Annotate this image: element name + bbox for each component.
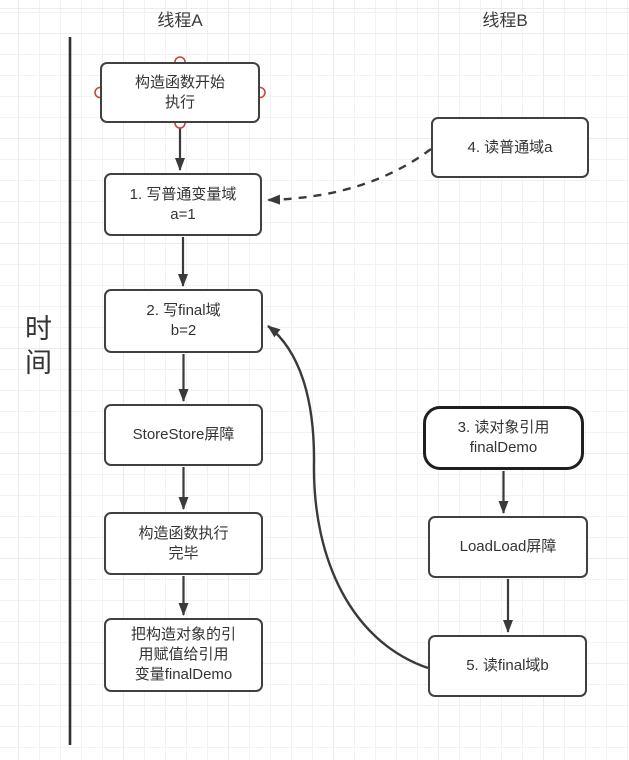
node-assign-ref[interactable]: 把构造对象的引 用赋值给引用 变量finalDemo <box>104 618 263 692</box>
time-axis-label: 时间 <box>21 314 51 382</box>
node-storestore[interactable]: StoreStore屏障 <box>104 404 263 466</box>
node-write-normal[interactable]: 1. 写普通变量域 a=1 <box>104 173 262 236</box>
node-loadload[interactable]: LoadLoad屏障 <box>428 516 588 578</box>
node-ctor-done[interactable]: 构造函数执行 完毕 <box>104 512 263 575</box>
lane-title-thread-b: 线程B <box>482 11 528 30</box>
node-ctor-start[interactable]: 构造函数开始 执行 <box>100 62 260 123</box>
node-read-final[interactable]: 5. 读final域b <box>428 635 587 697</box>
node-write-final[interactable]: 2. 写final域 b=2 <box>104 289 263 353</box>
node-read-normal[interactable]: 4. 读普通域a <box>431 117 589 178</box>
edge-read-final-to-write-final[interactable] <box>267 325 429 670</box>
edge-read-normal-to-write-normal[interactable] <box>267 148 432 205</box>
node-read-ref[interactable]: 3. 读对象引用 finalDemo <box>423 406 584 470</box>
lane-title-thread-a: 线程A <box>157 11 203 30</box>
